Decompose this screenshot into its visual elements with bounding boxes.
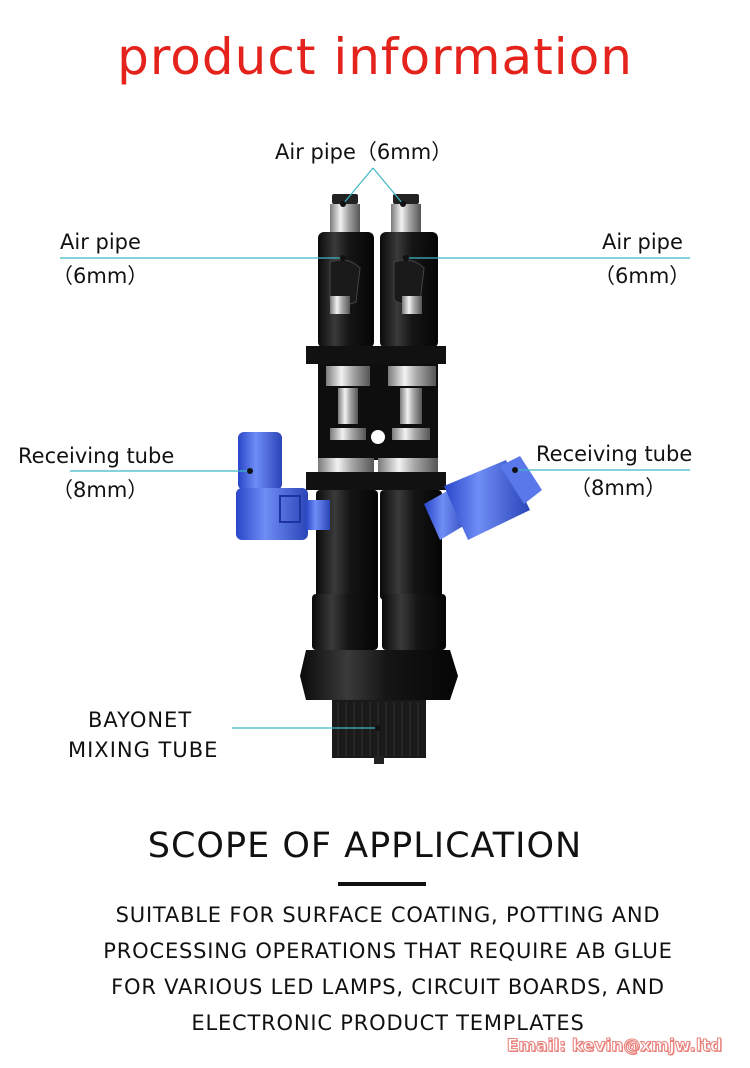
- label-air-pipe-right: Air pipe: [602, 230, 683, 254]
- lower-plate: [306, 472, 446, 490]
- spring-right: [378, 366, 438, 474]
- email-watermark: Email: kevin@xmjw.ltd: [506, 1036, 722, 1057]
- label-air-pipe-left: Air pipe: [60, 230, 141, 254]
- mixing-block: [300, 650, 458, 700]
- top-fitting-right: [391, 194, 421, 234]
- scope-line-2: PROCESSING OPERATIONS THAT REQUIRE AB GL…: [103, 939, 673, 963]
- label-receiving-tube-right-size: （8mm）: [570, 476, 667, 500]
- receiving-fitting-right: [424, 456, 542, 540]
- scope-underline: [338, 882, 426, 886]
- page-title: product information: [117, 28, 633, 86]
- receiving-fitting-left: [236, 432, 330, 540]
- label-bayonet: BAYONET: [88, 708, 193, 732]
- scope-line-4: ELECTRONIC PRODUCT TEMPLATES: [191, 1011, 585, 1035]
- lower-cylinder-right: [380, 490, 442, 600]
- upper-plate: [306, 346, 446, 364]
- lower-cylinder-left: [316, 490, 378, 600]
- scope-line-3: FOR VARIOUS LED LAMPS, CIRCUIT BOARDS, A…: [111, 975, 665, 999]
- label-receiving-tube-left-size: （8mm）: [52, 478, 149, 502]
- scope-line-1: SUITABLE FOR SURFACE COATING, POTTING AN…: [115, 903, 661, 927]
- top-fitting-left: [330, 194, 360, 234]
- spring-left: [318, 366, 374, 474]
- label-air-pipe-left-size: （6mm）: [52, 264, 149, 288]
- label-air-pipe-right-size: （6mm）: [594, 264, 691, 288]
- label-air-pipe-top: Air pipe（6mm）: [275, 140, 453, 164]
- label-receiving-tube-left: Receiving tube: [18, 444, 175, 468]
- scope-title: SCOPE OF APPLICATION: [147, 826, 583, 866]
- label-mixing-tube: MIXING TUBE: [68, 738, 219, 762]
- label-receiving-tube-right: Receiving tube: [536, 442, 693, 466]
- leader-lines: [60, 167, 690, 729]
